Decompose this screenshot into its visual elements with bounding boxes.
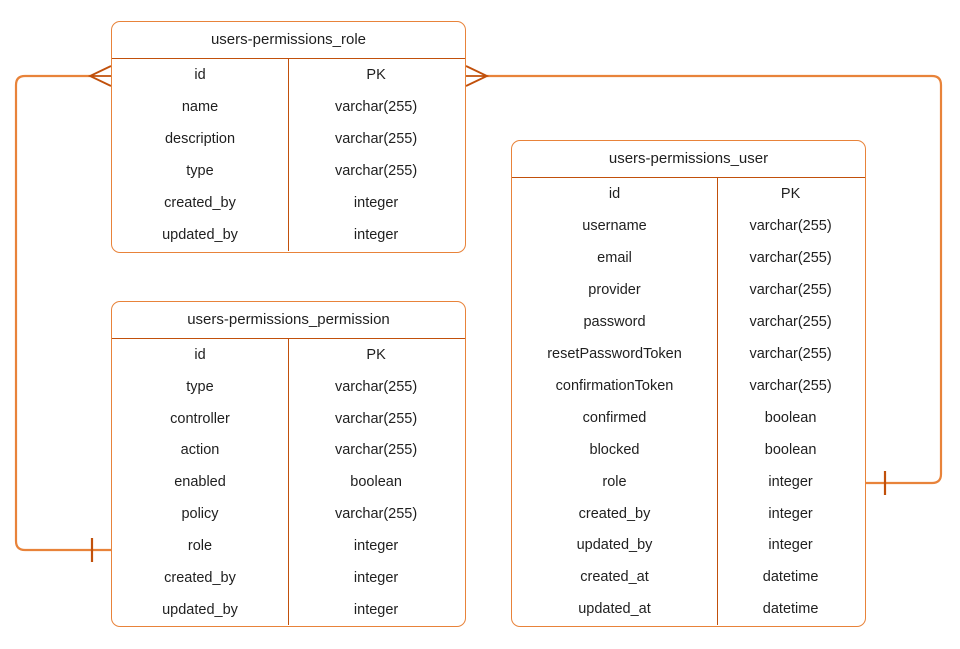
field-name-cell: action xyxy=(180,442,220,459)
field-type-cell: varchar(255) xyxy=(749,217,832,234)
field-name-cell: type xyxy=(186,163,214,180)
field-type-cell: boolean xyxy=(764,409,817,426)
field-name-cell: created_by xyxy=(578,505,651,522)
entity-body-role: id name description type created_by updated_b… xyxy=(112,59,465,252)
entity-users-permissions-permission[interactable]: users-permissions_permission id type contr… xyxy=(111,301,466,627)
field-column-permission: id type controller action enabled policy role c… xyxy=(112,339,288,625)
entity-body-user: id username email provider password resetPass… xyxy=(512,178,865,626)
field-column-user: id username email provider password resetPass… xyxy=(512,178,717,625)
field-type-cell: integer xyxy=(768,537,813,554)
field-name-cell: updated_by xyxy=(576,537,653,554)
field-type-cell: varchar(255) xyxy=(334,442,418,459)
field-name-cell: confirmed xyxy=(582,409,647,426)
field-name-cell: provider xyxy=(588,281,641,298)
field-name-cell: description xyxy=(164,131,236,148)
field-type-cell: integer xyxy=(353,601,399,618)
field-name-cell: blocked xyxy=(589,441,640,458)
field-type-cell: varchar(255) xyxy=(334,506,418,523)
field-name-cell: id xyxy=(194,346,206,363)
type-column-permission: PK varchar(255) varchar(255) varchar(255) bo… xyxy=(288,339,464,625)
entity-title-permission: users-permissions_permission xyxy=(112,302,465,339)
field-name-cell: policy xyxy=(181,506,219,523)
field-name-cell: updated_at xyxy=(578,601,651,618)
column-divider-role xyxy=(288,59,289,252)
type-column-role: PK varchar(255) varchar(255) varchar(255) in… xyxy=(288,59,464,251)
field-name-cell: id xyxy=(194,67,206,84)
crows-foot-icon-role-left xyxy=(87,65,112,87)
crows-foot-icon-role-right xyxy=(465,65,490,87)
column-divider-permission xyxy=(288,339,289,626)
field-type-cell: PK xyxy=(780,185,801,202)
field-name-cell: resetPasswordToken xyxy=(547,345,682,362)
column-divider-user xyxy=(717,178,718,626)
field-name-cell: email xyxy=(597,249,632,266)
field-type-cell: integer xyxy=(353,569,399,586)
field-name-cell: username xyxy=(582,217,647,234)
field-type-cell: boolean xyxy=(350,474,402,491)
field-name-cell: created_by xyxy=(164,569,236,586)
field-name-cell: created_by xyxy=(164,195,236,212)
field-name-cell: controller xyxy=(170,410,230,427)
field-type-cell: varchar(255) xyxy=(749,249,832,266)
field-name-cell: created_at xyxy=(580,569,649,586)
field-type-cell: integer xyxy=(353,227,399,244)
field-type-cell: varchar(255) xyxy=(749,313,832,330)
field-type-cell: varchar(255) xyxy=(334,99,418,116)
field-name-cell: updated_by xyxy=(162,601,238,618)
field-type-cell: datetime xyxy=(762,569,819,586)
entity-title-user: users-permissions_user xyxy=(512,141,865,178)
field-type-cell: integer xyxy=(353,537,399,554)
field-name-cell: id xyxy=(608,185,621,202)
field-type-cell: varchar(255) xyxy=(749,377,832,394)
field-type-cell: PK xyxy=(366,346,386,363)
field-name-cell: role xyxy=(602,473,627,490)
field-name-cell: name xyxy=(181,99,219,116)
field-name-cell: updated_by xyxy=(162,227,238,244)
field-type-cell: boolean xyxy=(764,441,817,458)
field-type-cell: varchar(255) xyxy=(749,345,832,362)
field-type-cell: datetime xyxy=(762,601,819,618)
entity-users-permissions-user[interactable]: users-permissions_user id username email pr… xyxy=(511,140,866,627)
field-column-role: id name description type created_by updated_b… xyxy=(112,59,288,251)
field-type-cell: integer xyxy=(353,195,399,212)
field-name-cell: role xyxy=(187,537,213,554)
field-type-cell: varchar(255) xyxy=(334,163,418,180)
field-type-cell: PK xyxy=(366,67,386,84)
entity-body-permission: id type controller action enabled policy role c… xyxy=(112,339,465,626)
field-type-cell: varchar(255) xyxy=(749,281,832,298)
field-type-cell: varchar(255) xyxy=(334,378,418,395)
type-column-user: PK varchar(255) varchar(255) varchar(255) va… xyxy=(717,178,864,625)
field-name-cell: enabled xyxy=(174,474,226,491)
field-type-cell: varchar(255) xyxy=(334,131,418,148)
field-type-cell: integer xyxy=(768,473,813,490)
connector-path-role-permission xyxy=(14,74,111,552)
field-name-cell: type xyxy=(186,378,214,395)
entity-title-role: users-permissions_role xyxy=(112,22,465,59)
field-type-cell: varchar(255) xyxy=(334,410,418,427)
field-name-cell: confirmationToken xyxy=(555,377,674,394)
field-name-cell: password xyxy=(583,313,646,330)
entity-users-permissions-role[interactable]: users-permissions_role id name description… xyxy=(111,21,466,253)
field-type-cell: integer xyxy=(768,505,813,522)
connector-role-to-permission xyxy=(14,65,112,562)
